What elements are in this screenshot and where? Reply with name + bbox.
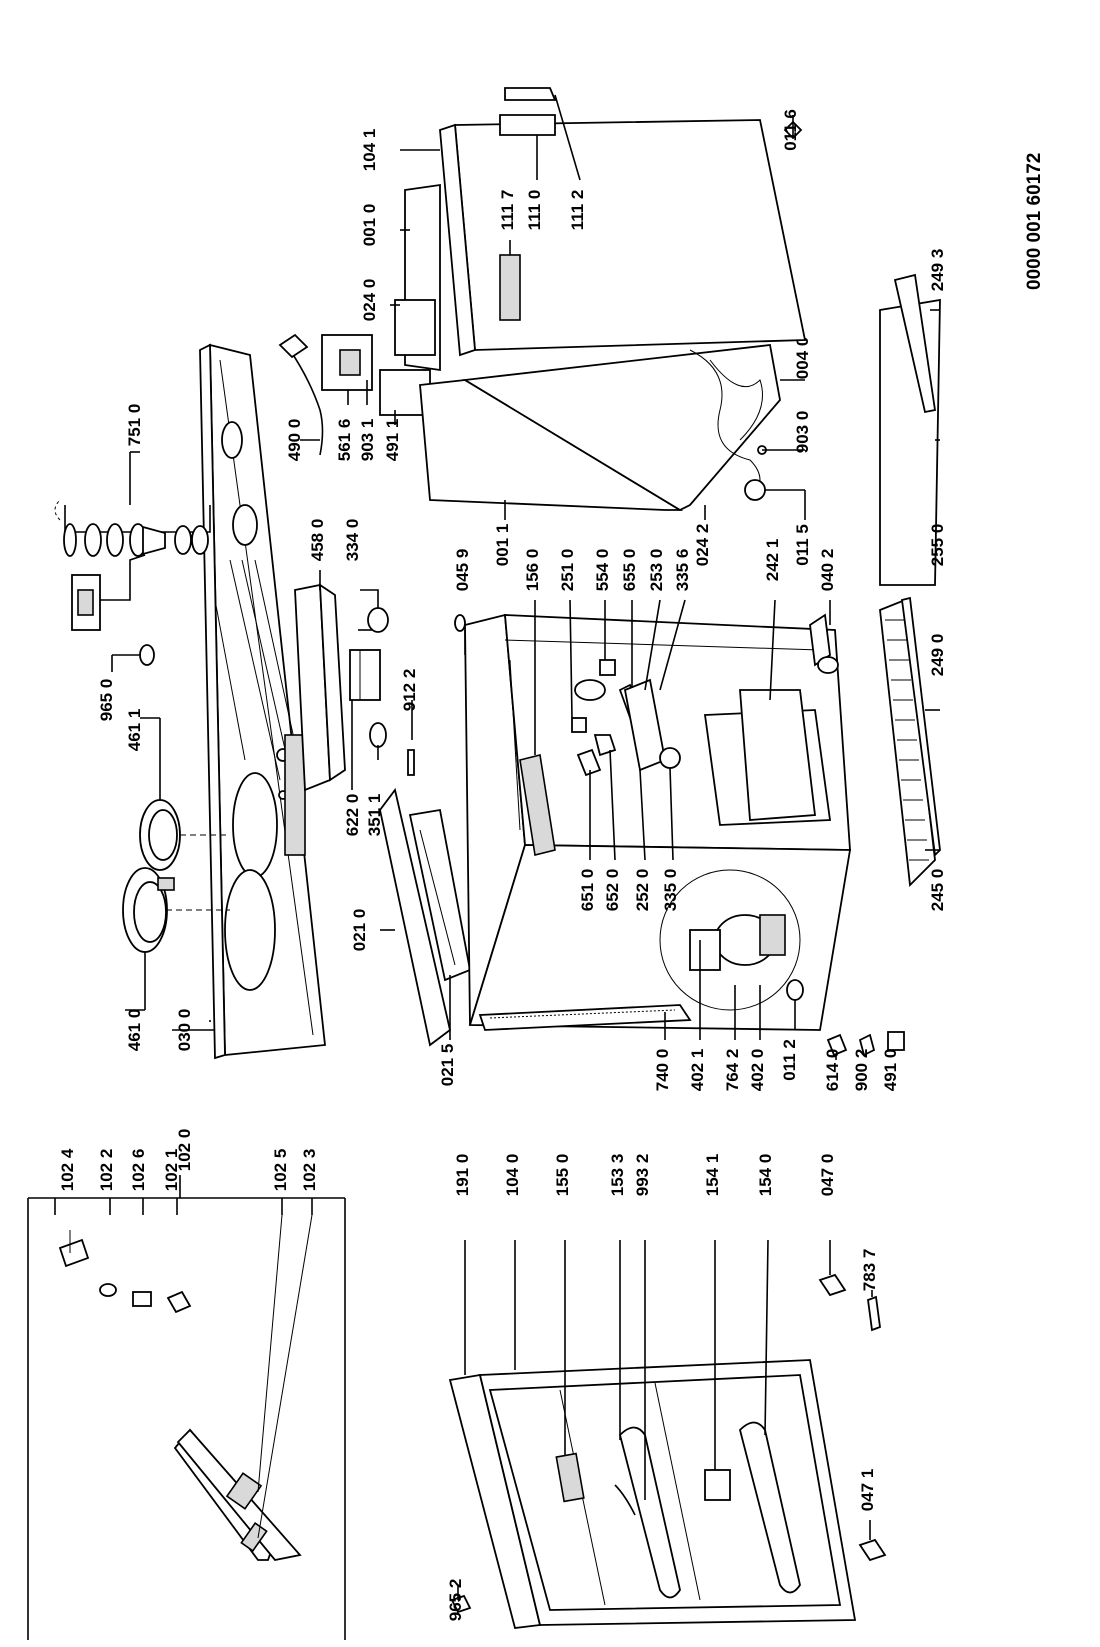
label-155-0: 155 0 <box>553 1154 572 1197</box>
label-783-7: 783 7 <box>860 1249 879 1292</box>
label-491-0: 491 0 <box>881 1049 900 1092</box>
shelves-group: 249 3 255 0 249 0 245 0 <box>879 249 947 912</box>
label-111-2: 111 2 <box>568 190 587 231</box>
label-622-0: 622 0 <box>343 794 362 837</box>
hotplate-461-1: 461 1 <box>125 709 230 871</box>
label-903-0: 903 0 <box>793 411 812 454</box>
label-351-1: 351 1 <box>365 794 384 837</box>
compressor-callout <box>659 869 801 1011</box>
label-249-0: 249 0 <box>928 634 947 677</box>
label-104-0: 104 0 <box>503 1154 522 1197</box>
label-102-5: 102 5 <box>271 1149 290 1192</box>
label-001-0: 001 0 <box>360 204 379 247</box>
label-102-0: 102 0 <box>175 1129 194 1172</box>
cabinet-body: 011 2 045 9 156 0 251 0 554 0 655 0 253 … <box>453 539 905 1092</box>
control-panel-group: 102 0 102 4 102 2 102 6 102 1 102 5 102 … <box>27 1129 346 1640</box>
label-491-1: 491 1 <box>383 419 402 462</box>
label-102-2: 102 2 <box>97 1149 116 1192</box>
wire-shelf <box>879 598 936 887</box>
label-335-0: 335 0 <box>661 869 680 912</box>
label-652-0: 652 0 <box>603 869 622 912</box>
button-part <box>166 1290 192 1314</box>
hotplate-461-0: 461 0 <box>122 867 230 1052</box>
label-024-0: 024 0 <box>360 279 379 322</box>
label-030-0: 030 0 <box>175 1009 194 1052</box>
sticker-part <box>58 1238 90 1268</box>
label-102-1: 102 1 <box>162 1149 181 1192</box>
label-740-0: 740 0 <box>653 1049 672 1092</box>
top-door-group: 104 1 001 0 024 0 111 7 111 0 111 2 011 … <box>360 87 807 372</box>
label-251-0: 251 0 <box>558 549 577 592</box>
label-021-5: 021 5 <box>438 1044 457 1087</box>
label-490-0: 490 0 <box>285 419 304 462</box>
control-module-group: 458 0 334 0 622 0 351 1 912 2 <box>294 519 419 837</box>
label-153-3: 153 3 <box>608 1154 627 1197</box>
label-655-0: 655 0 <box>620 549 639 592</box>
label-614-0: 614 0 <box>823 1049 842 1092</box>
front-door-group: 191 0 104 0 155 0 153 3 993 2 154 1 154 … <box>446 1154 887 1629</box>
label-191-0: 191 0 <box>453 1154 472 1197</box>
label-011-5: 011 5 <box>793 524 812 566</box>
inner-liner <box>419 379 684 511</box>
condenser <box>478 1004 692 1031</box>
label-154-0: 154 0 <box>756 1154 775 1197</box>
label-104-1: 104 1 <box>360 129 379 172</box>
label-242-1: 242 1 <box>763 539 782 582</box>
knob-part <box>99 1283 117 1297</box>
label-461-1: 461 1 <box>125 709 144 752</box>
label-335-6: 335 6 <box>673 549 692 592</box>
label-011-6: 011 6 <box>781 109 800 151</box>
label-156-0: 156 0 <box>523 549 542 592</box>
document-number: 0000 001 60172 <box>1024 153 1045 290</box>
inner-liner-group: 001 1 024 2 011 5 903 0 004 0 <box>419 337 812 567</box>
cooktop-top-group: 030 0 <box>172 343 326 1060</box>
label-561-6: 561 6 <box>335 419 354 462</box>
label-402-0: 402 0 <box>748 1049 767 1092</box>
label-102-6: 102 6 <box>129 1149 148 1192</box>
label-554-0: 554 0 <box>593 549 612 592</box>
label-751-0: 751 0 <box>125 404 144 447</box>
label-965-0: 965 0 <box>97 679 116 722</box>
label-402-1: 402 1 <box>688 1049 707 1092</box>
label-047-1: 047 1 <box>858 1469 877 1512</box>
label-965-2: 965 2 <box>446 1579 465 1622</box>
electrical-box-group: 490 0 561 6 903 1 491 1 <box>278 333 431 462</box>
label-253-0: 253 0 <box>647 549 666 592</box>
thermostat <box>349 649 381 701</box>
label-461-0: 461 0 <box>125 1009 144 1052</box>
clip-part <box>132 1291 152 1307</box>
label-154-1: 154 1 <box>703 1154 722 1197</box>
label-102-3: 102 3 <box>300 1149 319 1192</box>
label-334-0: 334 0 <box>343 519 362 562</box>
label-245-0: 245 0 <box>928 869 947 912</box>
label-252-0: 252 0 <box>633 869 652 912</box>
front-rail-group: 021 0 021 5 <box>350 787 472 1087</box>
label-900-2: 900 2 <box>852 1049 871 1092</box>
label-001-1: 001 1 <box>493 524 512 567</box>
label-993-2: 993 2 <box>633 1154 652 1197</box>
label-903-1: 903 1 <box>358 419 377 462</box>
label-249-3: 249 3 <box>928 249 947 292</box>
hob-ring-large <box>232 772 278 878</box>
label-004-0: 004 0 <box>793 337 812 380</box>
label-021-0: 021 0 <box>350 909 369 952</box>
hob-ring-small <box>224 869 276 991</box>
label-045-9: 045 9 <box>453 549 472 592</box>
label-040-2: 040 2 <box>818 549 837 592</box>
label-011-2: 011 2 <box>780 1039 799 1081</box>
label-255-0: 255 0 <box>928 524 947 567</box>
label-024-2: 024 2 <box>693 524 712 567</box>
label-111-0: 111 0 <box>525 190 544 231</box>
label-111-7: 111 7 <box>498 190 517 231</box>
cap-965-0: 965 0 <box>97 644 155 722</box>
label-047-0: 047 0 <box>818 1154 837 1197</box>
label-764-2: 764 2 <box>723 1049 742 1092</box>
burner-assembly-751-0: 751 0 <box>54 404 211 631</box>
label-651-0: 651 0 <box>578 869 597 912</box>
label-458-0: 458 0 <box>308 519 327 562</box>
label-102-4: 102 4 <box>58 1148 77 1191</box>
label-912-2: 912 2 <box>400 669 419 712</box>
